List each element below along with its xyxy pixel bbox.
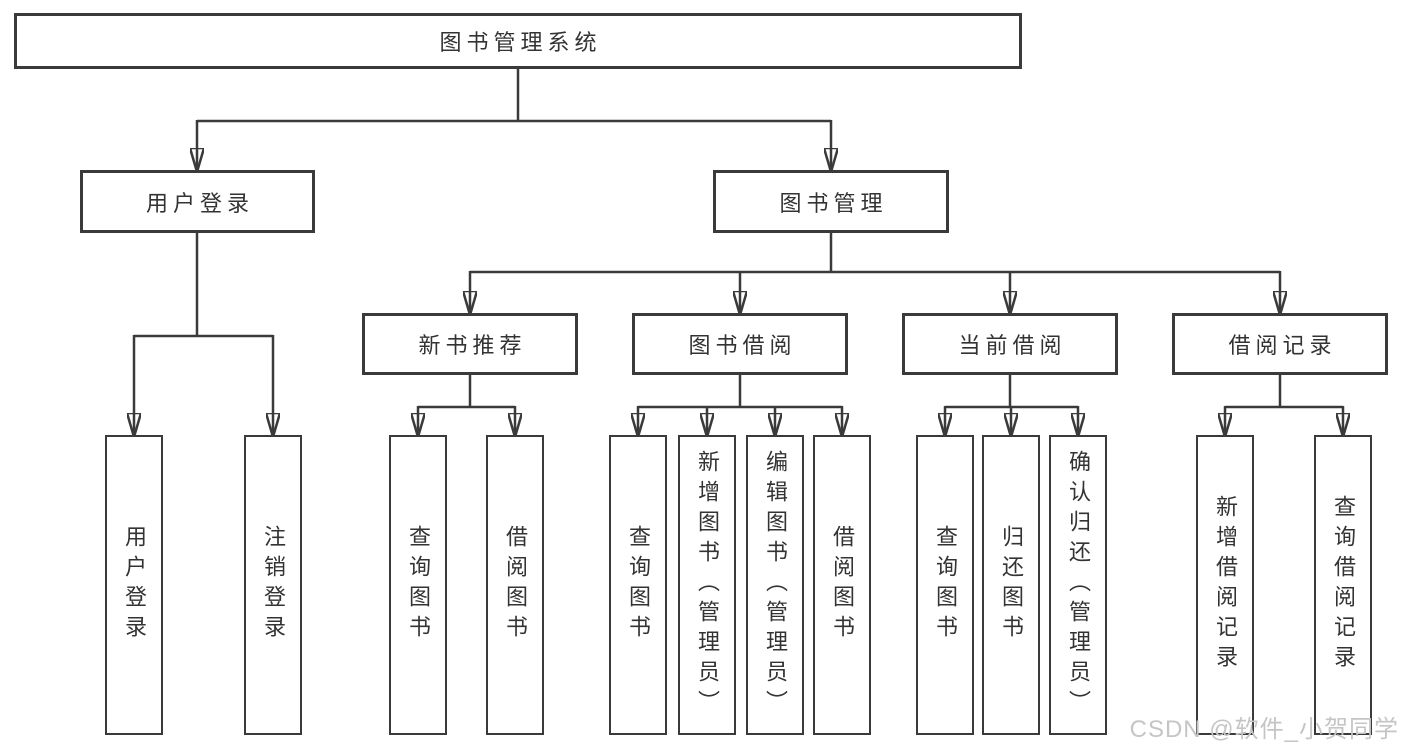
leaf-add-books-admin-label: 新增图书（管理员） — [695, 450, 720, 720]
leaf-borrow-books-1: 借阅图书 — [486, 435, 544, 735]
node-new-book-recommend: 新书推荐 — [362, 313, 578, 375]
leaf-confirm-return-admin: 确认归还（管理员） — [1049, 435, 1107, 735]
leaf-query-books-2: 查询图书 — [609, 435, 667, 735]
leaf-add-borrow-record-label: 新增借阅记录 — [1213, 495, 1238, 675]
leaf-query-books-1: 查询图书 — [389, 435, 447, 735]
node-book-management: 图书管理 — [713, 170, 949, 233]
csdn-watermark: CSDN @软件_小贺同学 — [1129, 716, 1399, 743]
leaf-user-login-label: 用户登录 — [122, 525, 147, 645]
leaf-borrow-books-2-label: 借阅图书 — [830, 525, 855, 645]
leaf-add-borrow-record: 新增借阅记录 — [1196, 435, 1254, 735]
leaf-edit-books-admin: 编辑图书（管理员） — [746, 435, 804, 735]
leaf-return-books-label: 归还图书 — [999, 525, 1024, 645]
leaf-query-borrow-record: 查询借阅记录 — [1314, 435, 1372, 735]
node-current-borrowing: 当前借阅 — [902, 313, 1118, 375]
node-borrowing-records: 借阅记录 — [1172, 313, 1388, 375]
leaf-query-books-1-label: 查询图书 — [406, 525, 431, 645]
leaf-confirm-return-admin-label: 确认归还（管理员） — [1066, 450, 1091, 720]
node-library-system-root: 图书管理系统 — [14, 13, 1022, 69]
leaf-borrow-books-1-label: 借阅图书 — [503, 525, 528, 645]
leaf-edit-books-admin-label: 编辑图书（管理员） — [763, 450, 788, 720]
leaf-logout: 注销登录 — [244, 435, 302, 735]
leaf-add-books-admin: 新增图书（管理员） — [678, 435, 736, 735]
leaf-logout-label: 注销登录 — [261, 525, 286, 645]
node-book-borrowing: 图书借阅 — [632, 313, 848, 375]
leaf-query-books-3-label: 查询图书 — [933, 525, 958, 645]
leaf-user-login: 用户登录 — [105, 435, 163, 735]
leaf-return-books: 归还图书 — [982, 435, 1040, 735]
leaf-query-books-2-label: 查询图书 — [626, 525, 651, 645]
node-user-login: 用户登录 — [80, 170, 315, 233]
leaf-query-books-3: 查询图书 — [916, 435, 974, 735]
leaf-query-borrow-record-label: 查询借阅记录 — [1331, 495, 1356, 675]
leaf-borrow-books-2: 借阅图书 — [813, 435, 871, 735]
